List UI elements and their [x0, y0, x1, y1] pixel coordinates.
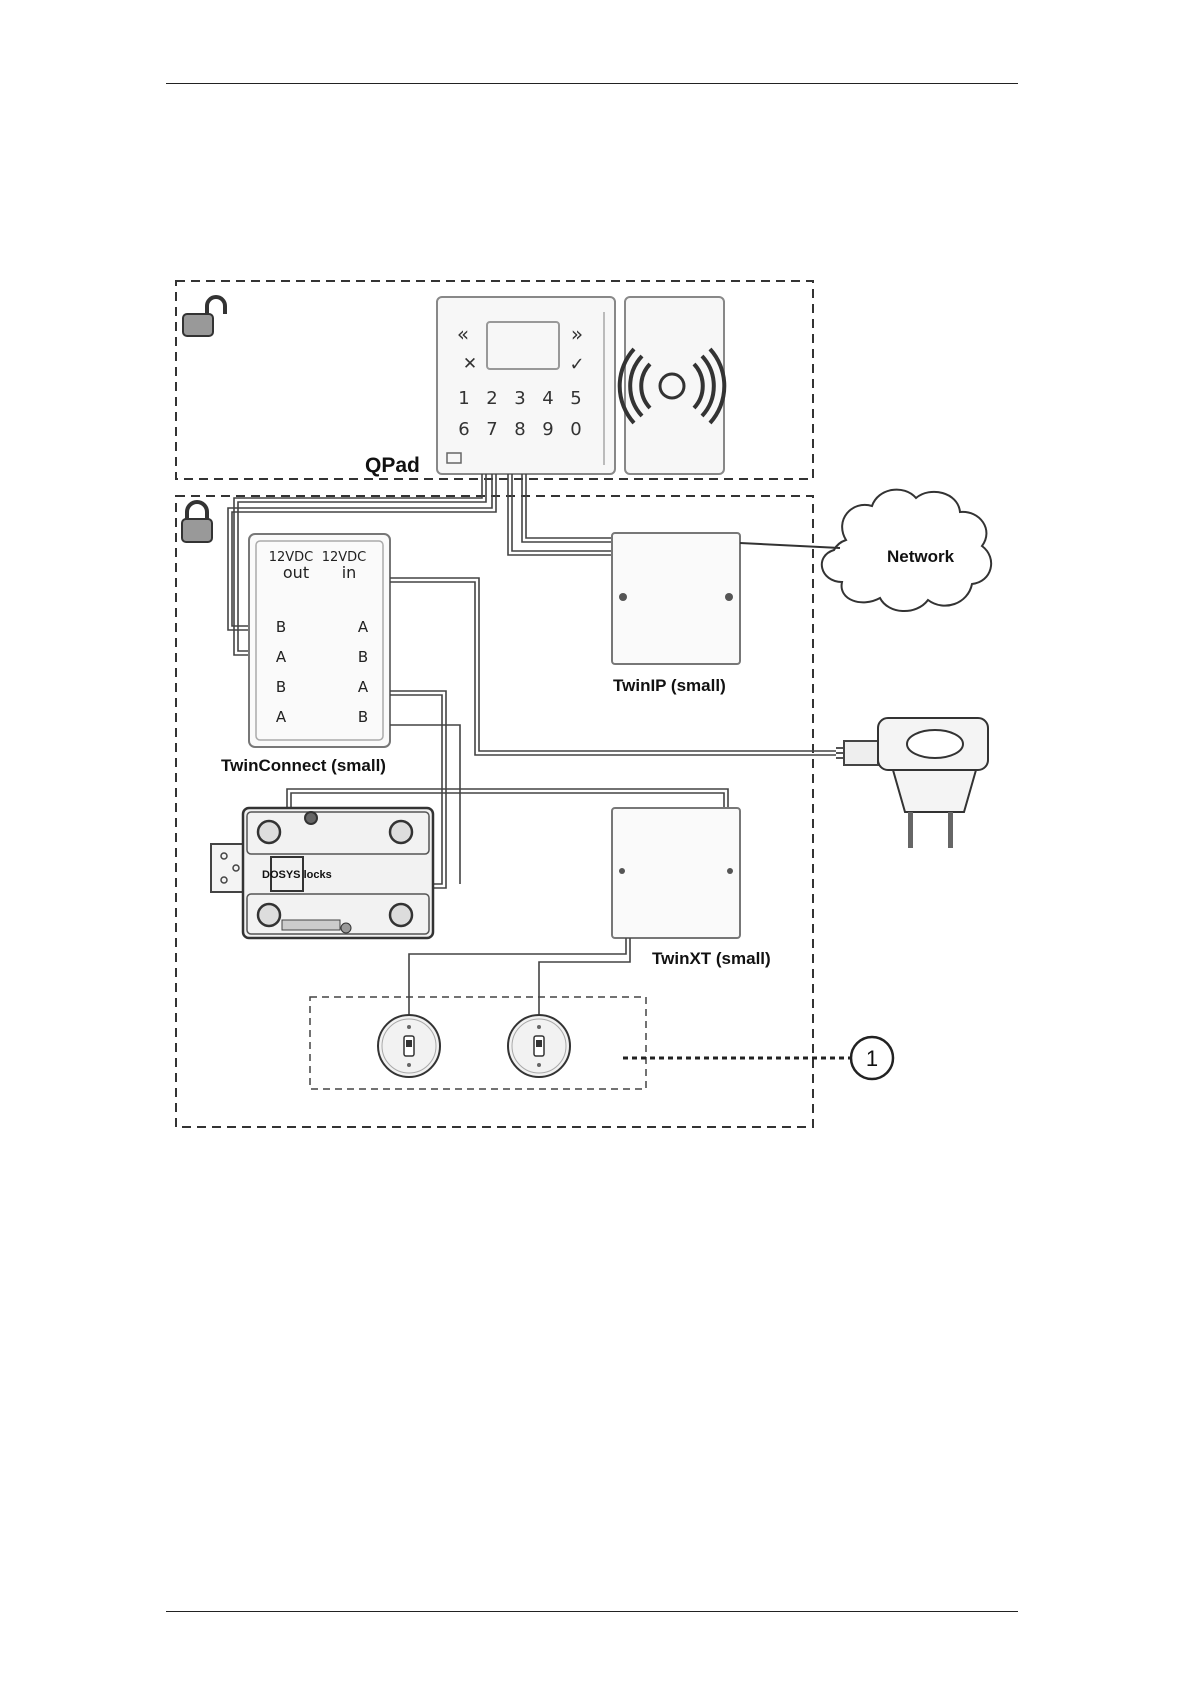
keypad-key-6: 6	[458, 419, 469, 440]
door-switch-2	[508, 1015, 570, 1077]
terminal-in-0: A	[358, 618, 369, 636]
twinconnect-label: TwinConnect (small)	[221, 756, 386, 775]
terminal-out-2: B	[276, 678, 286, 696]
wires-twinxt	[287, 789, 728, 808]
out-header-label: out	[283, 563, 309, 582]
keypad-key-8: 8	[514, 419, 525, 440]
network-label: Network	[887, 547, 955, 566]
keypad-key-9: 9	[542, 419, 553, 440]
lock-brand-label: DOSYS locks	[262, 869, 332, 881]
keypad-key-2: 2	[486, 388, 497, 409]
wire-network	[740, 543, 840, 548]
keypad-key-3: 3	[514, 388, 525, 409]
qpad-label: QPad	[365, 454, 420, 477]
keypad-key-0: 0	[570, 419, 581, 440]
switch-group-zone	[310, 997, 646, 1089]
terminal-in-1: B	[358, 648, 368, 666]
terminal-out-3: A	[276, 708, 287, 726]
key-cancel: ✕	[463, 354, 477, 374]
terminal-in-3: B	[358, 708, 368, 726]
terminal-in-2: A	[358, 678, 369, 696]
callout-number: 1	[866, 1046, 878, 1071]
power-adapter-icon	[836, 718, 988, 848]
twinxt-module	[612, 808, 740, 938]
twinxt-label: TwinXT (small)	[652, 949, 771, 968]
twinip-module	[612, 533, 740, 664]
unlocked-padlock-icon	[183, 297, 225, 336]
locked-padlock-icon	[182, 502, 212, 542]
rfid-reader	[620, 297, 725, 474]
twinip-label: TwinIP (small)	[613, 676, 726, 695]
keypad-key-1: 1	[458, 388, 469, 409]
key-confirm: ✓	[569, 354, 584, 375]
wires-switches	[409, 938, 630, 1016]
terminal-out-1: A	[276, 648, 287, 666]
keypad-key-5: 5	[570, 388, 581, 409]
keypad-key-4: 4	[542, 388, 553, 409]
in-header-label: in	[342, 563, 357, 582]
key-scroll-right: »	[571, 322, 583, 346]
key-scroll-left: «	[457, 322, 469, 346]
door-switch-1	[378, 1015, 440, 1077]
keypad-key-7: 7	[486, 419, 497, 440]
electronic-lock: DOSYS locks	[211, 808, 433, 938]
terminal-out-0: B	[276, 618, 286, 636]
